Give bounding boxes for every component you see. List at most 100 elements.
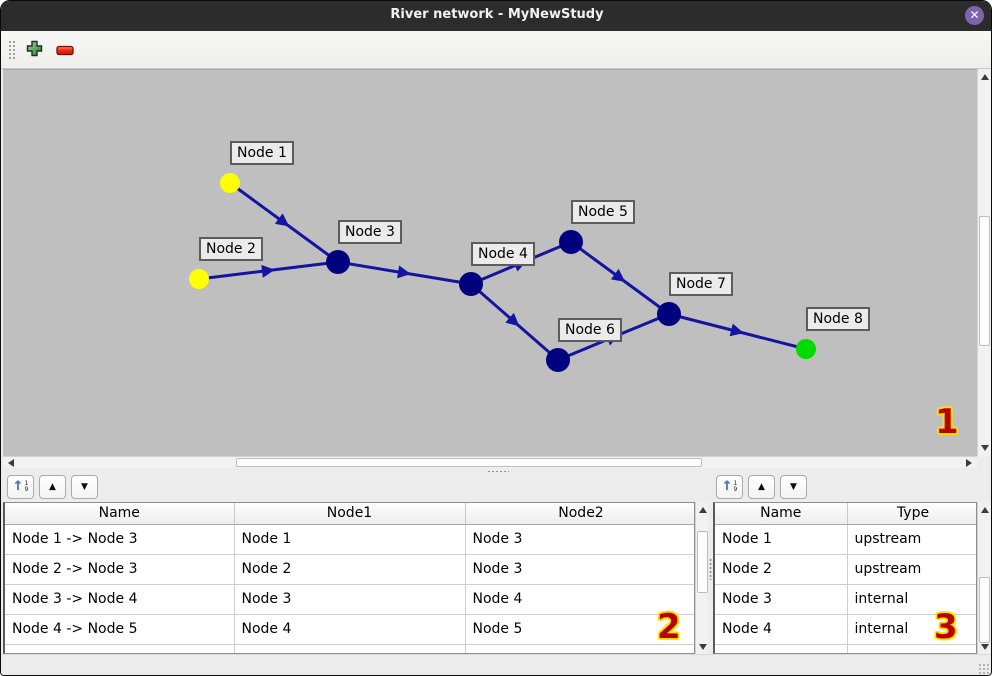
close-button[interactable]: ✕ xyxy=(965,6,984,25)
table-cell[interactable]: Node 5 xyxy=(465,614,694,645)
reach-edge[interactable] xyxy=(337,260,472,286)
reach-edge[interactable] xyxy=(570,240,670,316)
title-bar[interactable]: River network - MyNewStudy ✕ xyxy=(1,1,991,31)
scroll-down-button[interactable] xyxy=(978,442,991,454)
scroll-up-button[interactable] xyxy=(978,71,991,83)
canvas-vscrollbar[interactable] xyxy=(977,69,991,456)
node-label[interactable]: Node 7 xyxy=(669,272,733,296)
table-cell[interactable]: Node 3 xyxy=(234,584,466,615)
table-cell[interactable]: Node 1 -> Node 3 xyxy=(5,524,235,555)
reach-edge[interactable] xyxy=(470,282,559,362)
table-cell[interactable]: Node 3 xyxy=(465,554,694,585)
resize-grip[interactable] xyxy=(978,663,989,674)
reach-edge[interactable] xyxy=(198,260,339,281)
node-label[interactable]: Node 6 xyxy=(558,318,622,342)
network-node[interactable] xyxy=(220,173,240,193)
annotation-3: 3 xyxy=(934,607,958,647)
node-label[interactable]: Node 5 xyxy=(571,200,635,224)
column-header[interactable]: Node2 xyxy=(465,503,694,525)
vscroll-thumb[interactable] xyxy=(697,531,708,593)
table-row-partial xyxy=(715,644,976,653)
move-node-up-button[interactable]: ▲ xyxy=(748,475,775,499)
network-node[interactable] xyxy=(189,269,209,289)
column-header[interactable]: Name xyxy=(715,503,848,525)
table-cell[interactable]: internal xyxy=(847,584,976,615)
table-cell[interactable]: Node 1 xyxy=(234,524,466,555)
node-label[interactable]: Node 4 xyxy=(471,242,535,266)
move-reach-up-button[interactable]: ▲ xyxy=(39,475,66,499)
table-cell[interactable]: upstream xyxy=(847,554,976,585)
table-cell[interactable]: Node 2 xyxy=(234,554,466,585)
table-cell[interactable]: Node 4 xyxy=(715,614,848,645)
scroll-up-button[interactable] xyxy=(978,504,991,515)
table-cell[interactable]: Node 3 -> Node 4 xyxy=(5,584,235,615)
node-label[interactable]: Node 8 xyxy=(806,307,870,331)
arrow-up-icon: ▲ xyxy=(49,482,56,492)
network-node[interactable] xyxy=(546,348,570,372)
table-cell[interactable]: Node 4 xyxy=(234,614,466,645)
reaches-vscrollbar[interactable] xyxy=(695,502,709,654)
toolbar-drag-handle[interactable] xyxy=(8,40,16,60)
remove-node-button[interactable] xyxy=(53,38,77,62)
table-cell[interactable]: Node 4 -> Node 5 xyxy=(5,614,235,645)
scroll-up-button[interactable] xyxy=(696,504,710,515)
network-node[interactable] xyxy=(559,230,583,254)
network-node[interactable] xyxy=(657,302,681,326)
pane-splitter-vertical[interactable] xyxy=(708,502,713,654)
scroll-down-button[interactable] xyxy=(696,641,710,652)
scroll-left-button[interactable] xyxy=(5,457,17,469)
river-network-canvas[interactable]: Node 1 Node 2 Node 3 Node 4 Node 5 Node 6 Node… xyxy=(3,69,977,456)
table-cell[interactable]: Node 1 xyxy=(715,524,848,555)
node-label[interactable]: Node 1 xyxy=(230,141,294,165)
nodes-vscrollbar[interactable] xyxy=(977,502,991,654)
window-title: River network - MyNewStudy xyxy=(390,7,604,22)
table-cell[interactable]: internal xyxy=(847,614,976,645)
table-cell[interactable]: Node 2 xyxy=(715,554,848,585)
node-label[interactable]: Node 2 xyxy=(199,237,263,261)
pane-splitter-horizontal[interactable] xyxy=(1,468,991,474)
main-toolbar xyxy=(1,31,991,69)
move-node-down-button[interactable]: ▼ xyxy=(780,475,807,499)
column-header[interactable]: Name xyxy=(5,503,235,525)
hscroll-thumb[interactable] xyxy=(236,458,702,467)
reach-edge[interactable] xyxy=(229,181,339,264)
scroll-right-button[interactable] xyxy=(963,457,975,469)
vscroll-thumb[interactable] xyxy=(979,216,990,346)
column-header[interactable]: Node1 xyxy=(234,503,466,525)
add-node-button[interactable] xyxy=(22,38,46,62)
network-node[interactable] xyxy=(459,272,483,296)
table-cell[interactable]: Node 4 xyxy=(465,584,694,615)
arrow-up-icon xyxy=(699,506,707,513)
network-node[interactable] xyxy=(326,250,350,274)
table-cell[interactable]: upstream xyxy=(847,524,976,555)
table-cell[interactable]: Node 2 -> Node 3 xyxy=(5,554,235,585)
column-header[interactable]: Type xyxy=(847,503,976,525)
arrow-down-icon: ▼ xyxy=(81,482,88,492)
table-cell[interactable]: Node 3 xyxy=(465,524,694,555)
scroll-down-button[interactable] xyxy=(978,641,991,652)
vscroll-thumb[interactable] xyxy=(979,577,990,643)
move-reach-down-button[interactable]: ▼ xyxy=(71,475,98,499)
table-cell[interactable]: Node 3 xyxy=(715,584,848,615)
network-node[interactable] xyxy=(796,339,816,359)
remove-icon xyxy=(56,41,74,60)
canvas-hscrollbar[interactable] xyxy=(3,456,977,468)
reach-edge[interactable] xyxy=(668,312,807,351)
node-label[interactable]: Node 3 xyxy=(338,220,402,244)
